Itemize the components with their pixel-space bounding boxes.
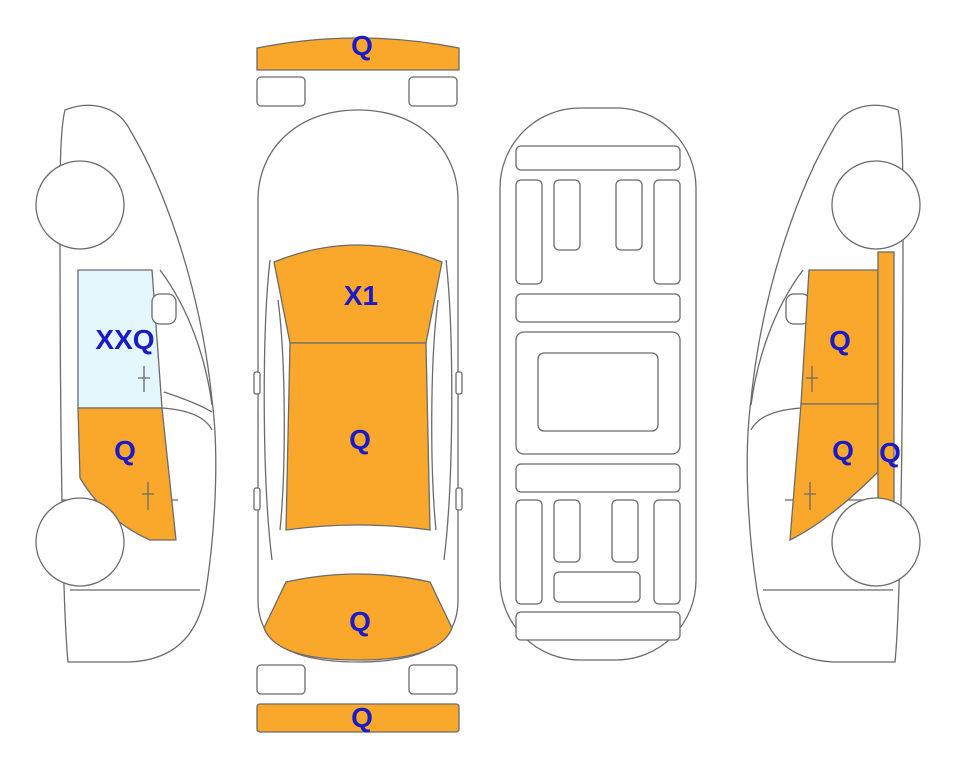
rear-bumper-label: Q [351,702,373,733]
front-bumper-panel[interactable] [256,37,460,71]
right-handle-upper [806,366,818,392]
right-rear-wheel [831,497,921,587]
left-front-window-label: XXQ [95,324,155,355]
under-part [615,179,643,251]
under-part [553,499,581,563]
under-part [515,293,681,323]
rear-right-light [408,664,458,695]
under-part [553,179,581,251]
left-handle-upper [138,366,150,392]
front-bumper-label: Q [351,30,373,61]
under-part [515,145,681,171]
hood-panel[interactable] [273,244,443,344]
left-handle-lower [142,482,154,510]
under-part [653,179,681,285]
rear-bumper-panel[interactable] [256,703,460,733]
under-part [515,179,543,285]
under-part [515,463,681,493]
left-front-door-label: Q [114,435,136,466]
front-right-light [408,76,458,107]
hood-label: X1 [343,280,379,311]
left-mirror [253,371,261,395]
right-side-view [746,104,921,663]
right-rear-mirror [455,487,463,511]
right-front-wheel [831,160,921,250]
trunk-panel[interactable] [263,573,453,661]
left-side-mirror [151,293,177,325]
left-side-view [35,104,217,663]
left-side-line-inner [277,299,285,531]
left-rear-window-line [163,391,213,413]
under-part [611,499,639,563]
right-roofline [750,269,804,406]
left-side-line [263,259,273,561]
under-part [515,499,543,605]
under-part [515,611,681,641]
trunk-label: Q [349,606,371,637]
right-rear-door-line [750,407,802,431]
right-mirror [455,371,463,395]
top-view [253,37,463,733]
roof-panel[interactable] [285,342,431,531]
roof-label: Q [349,424,371,455]
right-handle-lower [804,482,816,510]
left-rear-door-line [161,407,213,431]
right-side-line-inner [431,299,439,531]
under-part [653,499,681,605]
left-front-wheel [35,160,125,250]
rear-left-light [256,664,306,695]
left-rear-wheel [35,497,125,587]
under-part-center [537,352,659,432]
right-side-line [443,259,453,561]
underside-view [499,107,697,661]
right-pillar-label: Q [879,437,901,468]
right-front-door-label: Q [829,325,851,356]
under-part [553,571,641,603]
left-roofline [159,269,213,406]
right-rear-door-label: Q [832,435,854,466]
front-left-light [256,76,306,107]
left-rear-mirror [253,487,261,511]
